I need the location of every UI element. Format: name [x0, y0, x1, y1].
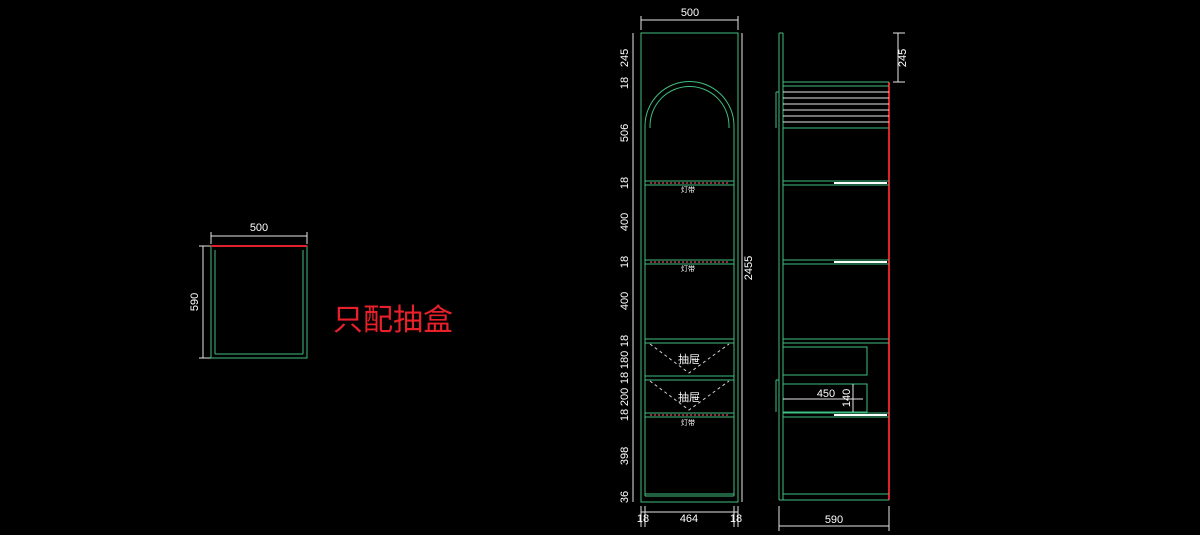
vdim-398: 398 [619, 447, 631, 465]
vdim-36: 36 [619, 491, 631, 503]
bottom-dim-464: 464 [680, 513, 698, 525]
light-strip-2-label: 灯带 [681, 264, 695, 273]
side-drawer-1 [782, 346, 868, 376]
light-strip-1-label: 灯带 [681, 185, 695, 194]
vdim-18-b: 18 [619, 177, 631, 189]
small-cabinet: 500 590 只配抽盒 [189, 222, 453, 359]
vdim-400-b: 400 [619, 292, 631, 310]
vdim-180: 180 [619, 351, 631, 369]
vdim-18-d: 18 [619, 335, 631, 347]
light-strip-3-label: 灯带 [681, 418, 695, 427]
drawer-2-label: 抽屉 [678, 390, 700, 404]
vdim-400-a: 400 [619, 213, 631, 231]
vdim-18-e: 18 [619, 372, 631, 384]
side-depth-dim-label: 590 [825, 514, 843, 526]
vdim-245: 245 [619, 49, 631, 67]
vdim-18-c: 18 [619, 256, 631, 268]
bottom-dim-right-18: 18 [730, 513, 742, 525]
drawer-2-open-mark [649, 380, 730, 411]
small-width-dim-label: 500 [250, 222, 268, 234]
bottom-dim-left-18: 18 [637, 513, 649, 525]
front-view: 500 抽屉 抽屉 灯带 灯带 灯带 [619, 7, 755, 527]
vdim-200: 200 [619, 388, 631, 406]
vdim-506: 506 [619, 124, 631, 142]
side-drawer-2 [782, 383, 868, 413]
drawer-width-dim-label: 450 [817, 388, 835, 400]
small-depth-dim-label: 590 [189, 293, 201, 311]
side-view: 245 [775, 32, 909, 531]
vdim-18-f: 18 [619, 409, 631, 421]
drawer-height-dim-label: 140 [841, 389, 853, 407]
total-height-dim-label: 2455 [743, 256, 755, 280]
drawer-1-label: 抽屉 [678, 352, 700, 366]
arch-inner [649, 86, 730, 128]
small-cabinet-outline [210, 245, 308, 359]
front-width-dim-label: 500 [681, 7, 699, 19]
drawer-only-note: 只配抽盒 [333, 303, 453, 338]
vdim-18-a: 18 [619, 77, 631, 89]
side-top-dim-label: 245 [897, 49, 909, 67]
arch-outer [644, 81, 735, 128]
drawer-1-open-mark [649, 343, 730, 374]
front-cabinet-outline [640, 32, 739, 503]
